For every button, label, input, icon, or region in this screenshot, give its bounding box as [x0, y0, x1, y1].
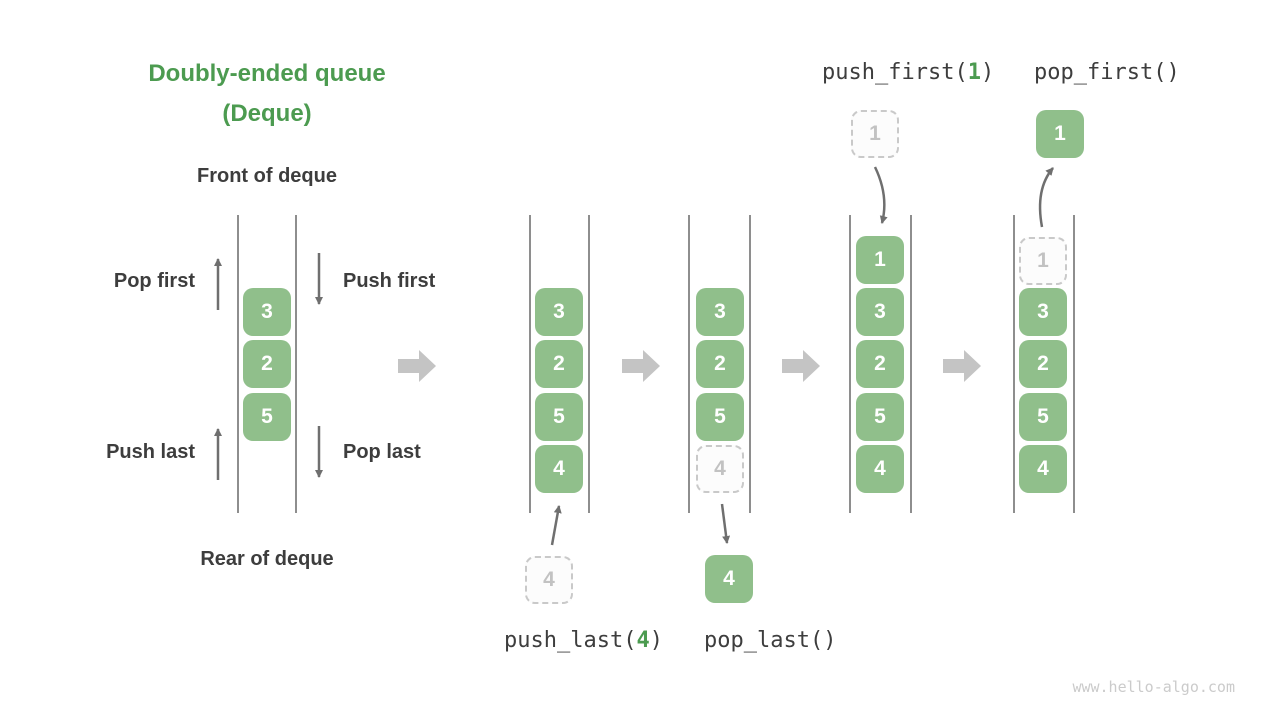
queue-node: 2 [243, 340, 291, 388]
code-prefix: push_last( [504, 628, 637, 653]
code-arg: 1 [967, 60, 981, 85]
queue-node: 2 [856, 340, 904, 388]
popped-node: 4 [705, 555, 753, 603]
pop-last-code-label: pop_last() [704, 628, 837, 653]
incoming-ghost-node: 4 [525, 556, 573, 604]
watermark: www.hello-algo.com [1072, 678, 1235, 696]
code-prefix: push_first( [822, 60, 968, 85]
queue-node: 3 [696, 288, 744, 336]
queue-column-5-walls [1013, 215, 1075, 513]
queue-node: 4 [1019, 445, 1067, 493]
queue-node: 5 [1019, 393, 1067, 441]
pop-last-label: Pop last [343, 441, 421, 463]
code-suffix: ) [649, 628, 663, 653]
step-block-arrow-4 [943, 350, 981, 382]
queue-node: 2 [535, 340, 583, 388]
front-of-deque-label: Front of deque [197, 165, 337, 187]
queue-node: 2 [1019, 340, 1067, 388]
queue-node: 4 [535, 445, 583, 493]
diagram-title-line1: Doubly-ended queue [148, 60, 386, 87]
queue-column-2-walls [529, 215, 590, 513]
push-first-code-label: push_first(1) [822, 60, 994, 85]
removed-slot-ghost-node: 4 [696, 445, 744, 493]
rear-of-deque-label: Rear of deque [200, 548, 334, 570]
queue-column-4-walls [849, 215, 912, 513]
push-last-code-label: push_last(4) [504, 628, 663, 653]
queue-node: 2 [696, 340, 744, 388]
queue-node: 4 [856, 445, 904, 493]
pop-first-label: Pop first [113, 270, 195, 292]
queue-node: 3 [856, 288, 904, 336]
queue-node: 5 [696, 393, 744, 441]
pop-first-code-label: pop_first() [1034, 60, 1180, 85]
queue-node: 3 [535, 288, 583, 336]
popped-node: 1 [1036, 110, 1084, 158]
queue-column-3-walls [688, 215, 751, 513]
step-block-arrow-2 [622, 350, 660, 382]
diagram-title-line2: (Deque) [222, 100, 312, 127]
step-block-arrow-3 [782, 350, 820, 382]
removed-slot-ghost-node: 1 [1019, 237, 1067, 285]
queue-column-1-walls [237, 215, 297, 513]
push-last-label: Push last [106, 441, 195, 463]
queue-node: 3 [243, 288, 291, 336]
queue-node: 1 [856, 236, 904, 284]
queue-node: 5 [535, 393, 583, 441]
queue-node: 3 [1019, 288, 1067, 336]
queue-node: 5 [856, 393, 904, 441]
push-first-label: Push first [343, 270, 436, 292]
code-arg: 4 [636, 628, 650, 653]
step-block-arrow-1 [398, 350, 436, 382]
queue-node: 5 [243, 393, 291, 441]
code-suffix: ) [980, 60, 995, 85]
incoming-ghost-node: 1 [851, 110, 899, 158]
